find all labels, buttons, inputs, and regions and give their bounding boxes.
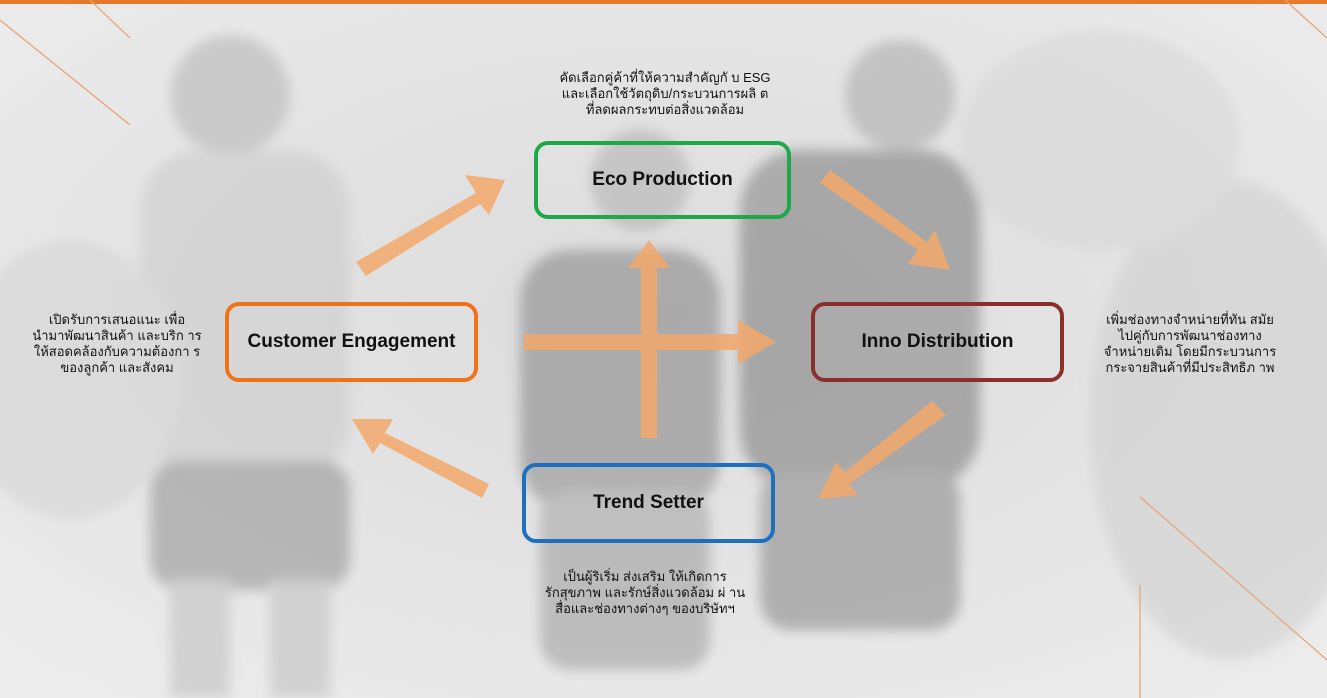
- eco-production-label: Eco Production: [592, 169, 733, 190]
- customer-engagement-label: Customer Engagement: [247, 331, 456, 352]
- trend-setter-label: Trend Setter: [593, 492, 704, 513]
- trend-setter-node: Trend Setter: [522, 463, 775, 543]
- top-accent-bar: [0, 0, 1327, 4]
- inno-distribution-label: Inno Distribution: [861, 331, 1014, 352]
- eco-production-description: คัดเลือกคู่ค้าที่ให้ความสำคัญกั บ ESG แล…: [559, 70, 771, 117]
- trend-setter-description: เป็นผู้ริเริ่ม ส่งเสริม ให้เกิดการ รักสุ…: [544, 569, 746, 616]
- inno-distribution-node: Inno Distribution: [811, 302, 1064, 382]
- customer-engagement-node: Customer Engagement: [225, 302, 478, 382]
- customer-engagement-description: เปิดรับการเสนอแนะ เพื่อ นำมาพัฒนาสินค้า …: [32, 312, 202, 375]
- inno-distribution-description: เพิ่มช่องทางจำหน่ายที่ทัน สมัย ไปคู่กับก…: [1103, 312, 1277, 375]
- eco-production-node: Eco Production: [534, 141, 791, 219]
